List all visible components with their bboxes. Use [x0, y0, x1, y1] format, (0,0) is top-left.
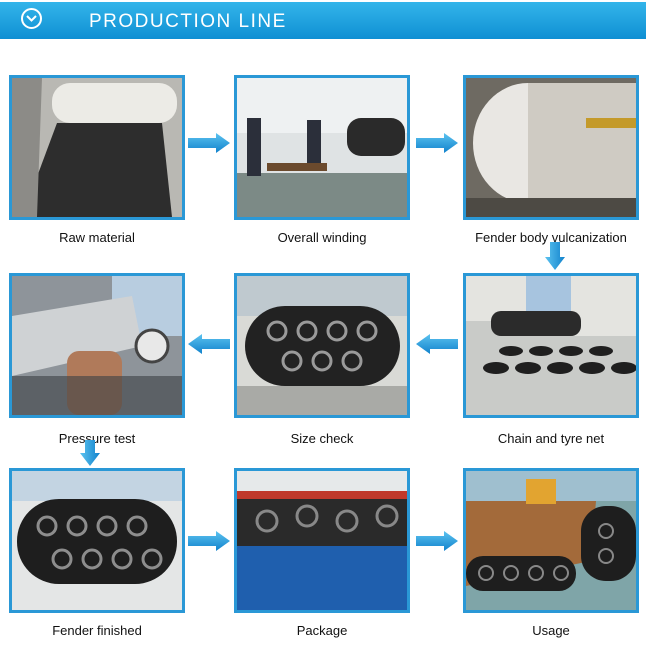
step-size-check: Size check [234, 273, 410, 446]
step-photo-frame [463, 273, 639, 418]
usage-photo [466, 471, 636, 610]
step-label: Size check [290, 431, 354, 446]
pressure-test-photo [12, 276, 182, 415]
step-photo-frame [9, 468, 185, 613]
step-label: Package [296, 623, 348, 638]
size-check-photo [237, 276, 407, 415]
step-label: Raw material [59, 230, 135, 245]
vulcanization-photo [466, 78, 636, 217]
step-package: Package [234, 468, 410, 638]
arrow-right-icon [416, 133, 458, 153]
chevron-down-circle-icon [21, 8, 42, 29]
step-photo-frame [9, 273, 185, 418]
step-label: Usage [532, 623, 570, 638]
arrow-right-icon [188, 133, 230, 153]
step-overall-winding: Overall winding [234, 75, 410, 245]
step-usage: Usage [463, 468, 639, 638]
arrow-left-icon [416, 334, 458, 354]
arrow-right-icon [188, 531, 230, 551]
step-fender-body-vulcanization: Fender body vulcanization [463, 75, 639, 245]
step-photo-frame [234, 75, 410, 220]
step-fender-finished: Fender finished [9, 468, 185, 638]
arrow-left-icon [188, 334, 230, 354]
package-photo [237, 471, 407, 610]
step-label: Overall winding [277, 230, 367, 245]
arrow-down-icon [545, 242, 565, 270]
step-label: Chain and tyre net [497, 431, 605, 446]
step-label: Fender body vulcanization [475, 230, 627, 245]
step-photo-frame [234, 468, 410, 613]
step-photo-frame [463, 75, 639, 220]
step-label: Fender finished [52, 623, 142, 638]
step-photo-frame [234, 273, 410, 418]
chain-tyre-photo [466, 276, 636, 415]
step-label: Pressure test [58, 431, 136, 446]
raw-material-photo [12, 78, 182, 217]
step-pressure-test: Pressure test [9, 273, 185, 446]
header-bar: PRODUCTION LINE [0, 2, 646, 39]
page-title: PRODUCTION LINE [89, 11, 287, 32]
arrow-down-icon [80, 440, 100, 466]
arrow-right-icon [416, 531, 458, 551]
fender-finished-photo [12, 471, 182, 610]
step-chain-and-tyre-net: Chain and tyre net [463, 273, 639, 446]
step-raw-material: Raw material [9, 75, 185, 245]
step-photo-frame [9, 75, 185, 220]
step-photo-frame [463, 468, 639, 613]
overall-winding-photo [237, 78, 407, 217]
